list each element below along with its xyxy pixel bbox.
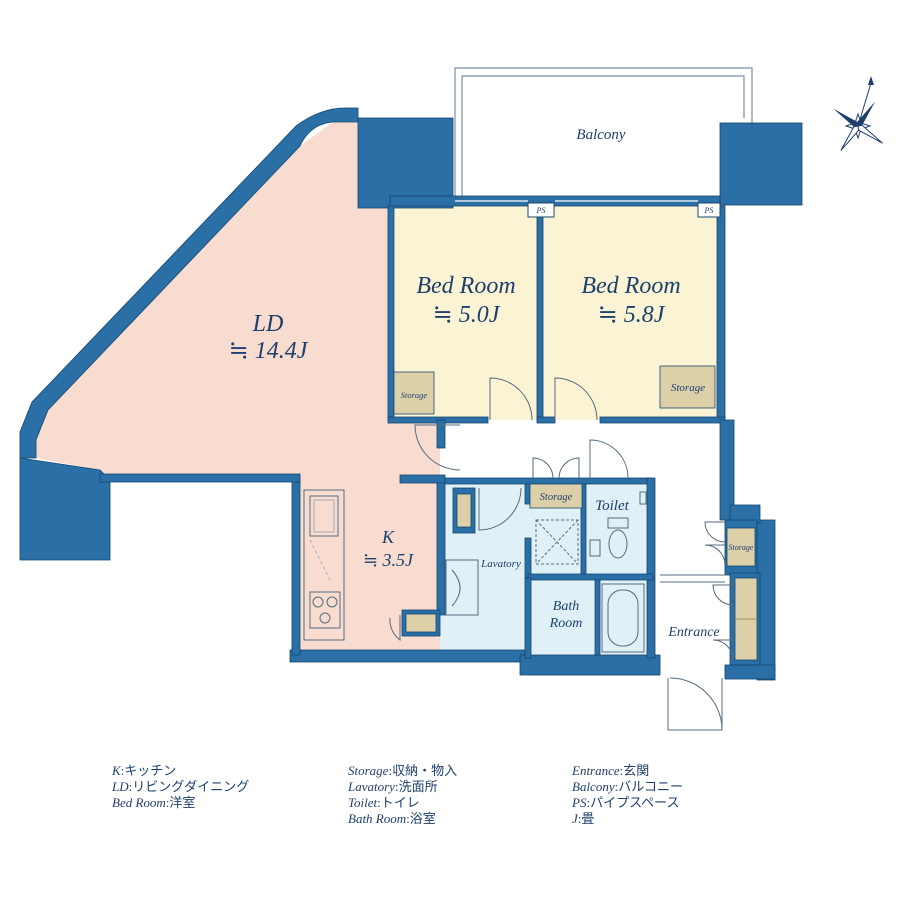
legend-item: Storage:収納・物入 [348, 763, 458, 778]
bedroom-2-label: Bed Room [581, 273, 680, 299]
bathtub-icon [601, 583, 645, 653]
column-top-right [719, 122, 803, 206]
storage-bed1 [393, 371, 435, 415]
bath-label-2: Room [549, 616, 583, 631]
storage-entrance-label: Storage [729, 543, 754, 552]
bedroom-1-label: Bed Room [416, 273, 515, 299]
storage-kitchen [405, 613, 437, 633]
kitchen-counter [303, 489, 345, 641]
sink-icon [309, 495, 339, 537]
legend-item: J:畳 [572, 811, 595, 826]
legend-item: Toilet:トイレ [348, 795, 420, 810]
storage-hall [529, 483, 583, 509]
legend-item: Bed Room:洋室 [112, 795, 196, 810]
kitchen-area-label: ≒ 3.5J [363, 550, 414, 570]
room-labels: LD ≒ 14.4J Bed Room ≒ 5.0J Bed Room ≒ 5.… [229, 273, 720, 640]
storages: Storage Storage Storage Storage [393, 365, 758, 661]
bath-area [530, 578, 650, 658]
legend-item: LD:リビングダイニング [112, 779, 250, 794]
ps-box-2 [697, 202, 721, 218]
storage-bed2-label: Storage [671, 382, 705, 394]
bedroom-2-area-label: ≒ 5.8J [598, 302, 666, 328]
storage-lav-left [456, 493, 472, 528]
column-top-left [357, 117, 454, 209]
toilet-label: Toilet [595, 498, 629, 514]
legend-col-2: Storage:収納・物入 Lavatory:洗面所 Toilet:トイレ Ba… [348, 763, 457, 827]
balcony-label: Balcony [576, 127, 625, 143]
kitchen-label: K [381, 527, 395, 547]
ps-label-2: PS [704, 206, 714, 215]
legend-item: Balcony:バルコニー [572, 779, 683, 794]
ld-area [36, 122, 455, 655]
compass-rose-icon [833, 76, 883, 151]
legend-item: PS:パイプスペース [572, 795, 680, 810]
column-bottom-left [19, 457, 111, 561]
legend-item: Lavatory:洗面所 [348, 779, 438, 794]
pipe-spaces: PS PS [527, 202, 721, 218]
bath-label-1: Bath [553, 599, 579, 614]
legend-col-1: K:キッチン LD:リビングダイニング Bed Room:洋室 [112, 763, 249, 811]
balcony: Balcony [454, 67, 753, 196]
legend-item: Bath Room:浴室 [348, 811, 436, 826]
storage-bed1-label: Storage [401, 390, 428, 400]
ld-label: LD [252, 311, 284, 337]
legend-item: K:キッチン [112, 763, 177, 778]
doors [389, 377, 734, 731]
lavatory-label: Lavatory [480, 558, 521, 570]
shower-icon [535, 519, 579, 565]
washbasin-icon [445, 559, 479, 616]
storage-bed2 [659, 365, 716, 409]
storage-entrance [726, 527, 756, 567]
toilet-icon [589, 491, 647, 559]
storage-hall-label: Storage [540, 492, 573, 503]
entrance-label: Entrance [667, 625, 719, 640]
lavatory-fixtures [445, 519, 579, 616]
legend-item: Entrance:玄関 [572, 763, 650, 778]
ps-box-1 [527, 202, 555, 218]
ld-area-label: ≒ 14.4J [229, 338, 309, 364]
stove-icon [309, 591, 341, 629]
ps-label-1: PS [536, 206, 546, 215]
curved-facade [19, 107, 359, 459]
bedroom-1-area-label: ≒ 5.0J [433, 302, 501, 328]
legend-col-3: Entrance:玄関 Balcony:バルコニー PS:パイプスペース J:畳 [572, 763, 683, 827]
